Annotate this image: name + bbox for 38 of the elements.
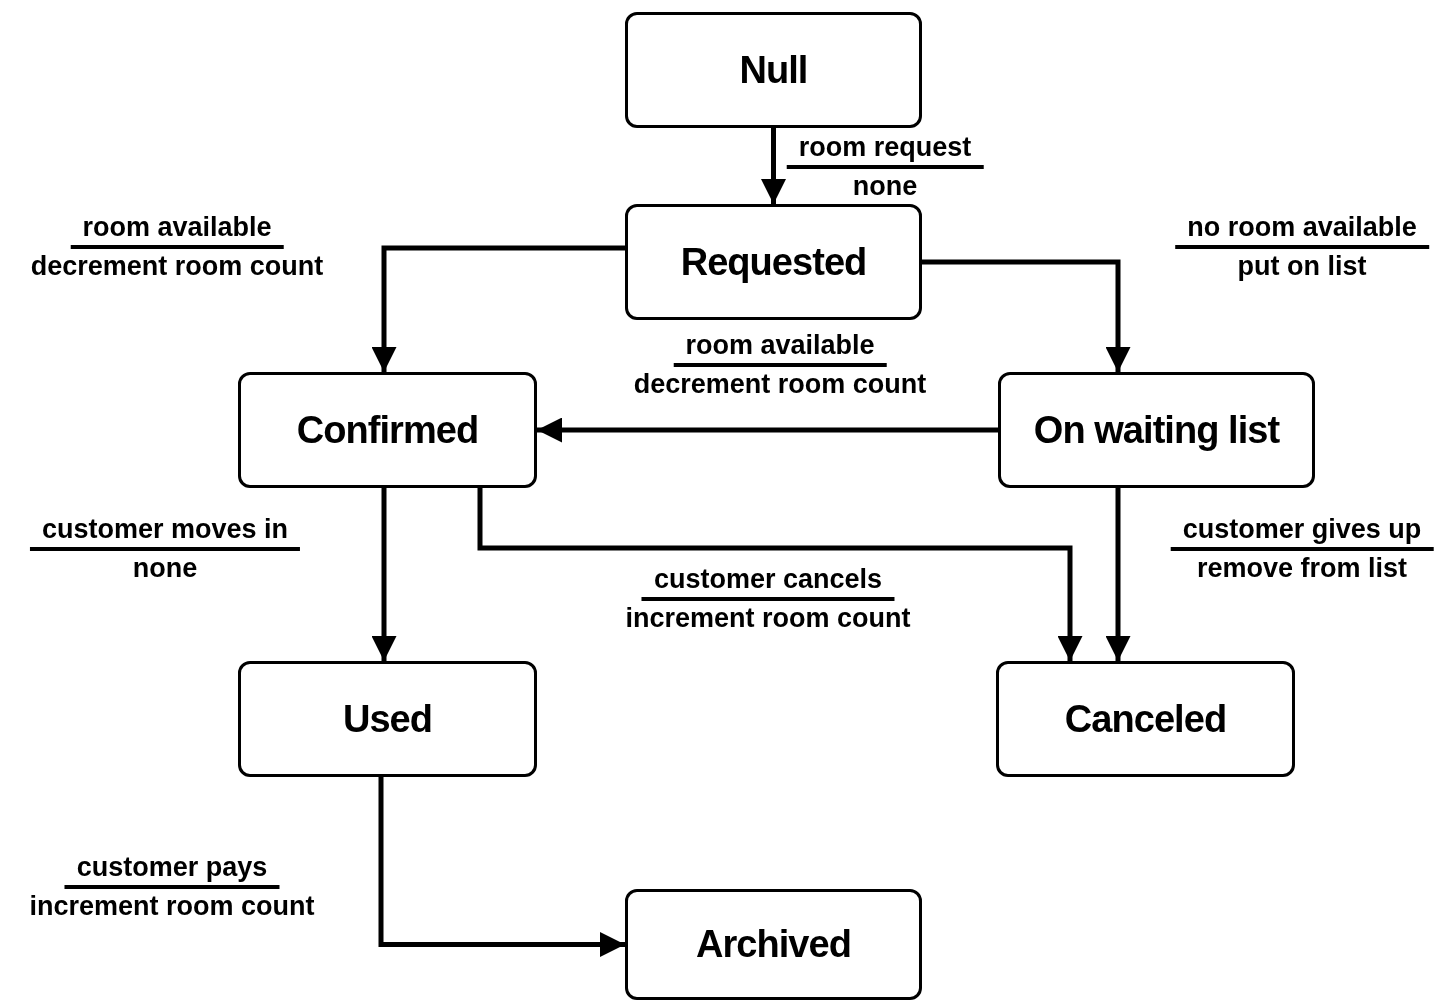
state-box bbox=[238, 661, 537, 777]
arrow bbox=[477, 488, 1083, 661]
event-label: no room available bbox=[1175, 214, 1429, 249]
action-label: decrement room count bbox=[30, 250, 324, 280]
state-name: Requested bbox=[680, 239, 867, 285]
state-box bbox=[238, 372, 537, 488]
action-label: none bbox=[852, 170, 918, 200]
event-label: customer gives up bbox=[1170, 516, 1434, 551]
state-name: Null bbox=[739, 47, 808, 93]
arrow bbox=[371, 245, 625, 372]
state-box bbox=[625, 12, 922, 128]
event-label: customer pays bbox=[64, 854, 280, 889]
action-label: put on list bbox=[1237, 250, 1367, 280]
action-label: increment room count bbox=[625, 602, 911, 632]
action-label: decrement room count bbox=[633, 368, 927, 398]
state-box bbox=[625, 889, 922, 1000]
action-label: increment room count bbox=[29, 890, 315, 920]
state-name: On waiting list bbox=[1033, 407, 1280, 453]
state-name: Canceled bbox=[1064, 696, 1227, 742]
action-label: none bbox=[132, 552, 198, 582]
state-box bbox=[625, 204, 922, 320]
arrow bbox=[922, 259, 1131, 372]
state-box bbox=[998, 372, 1315, 488]
event-label: room available bbox=[70, 214, 284, 249]
event-label: room available bbox=[673, 332, 887, 367]
arrow bbox=[761, 128, 786, 204]
event-label: customer cancels bbox=[641, 566, 895, 601]
arrow bbox=[371, 488, 397, 661]
state-name: Confirmed bbox=[296, 407, 479, 453]
arrow bbox=[1105, 488, 1131, 661]
action-label: remove from list bbox=[1196, 552, 1408, 582]
state-name: Used bbox=[342, 696, 433, 742]
event-label: room request bbox=[786, 134, 984, 169]
event-label: customer moves in bbox=[29, 516, 301, 551]
state-box bbox=[996, 661, 1295, 777]
state-name: Archived bbox=[696, 922, 851, 967]
arrow bbox=[378, 777, 625, 957]
arrow bbox=[537, 417, 998, 443]
